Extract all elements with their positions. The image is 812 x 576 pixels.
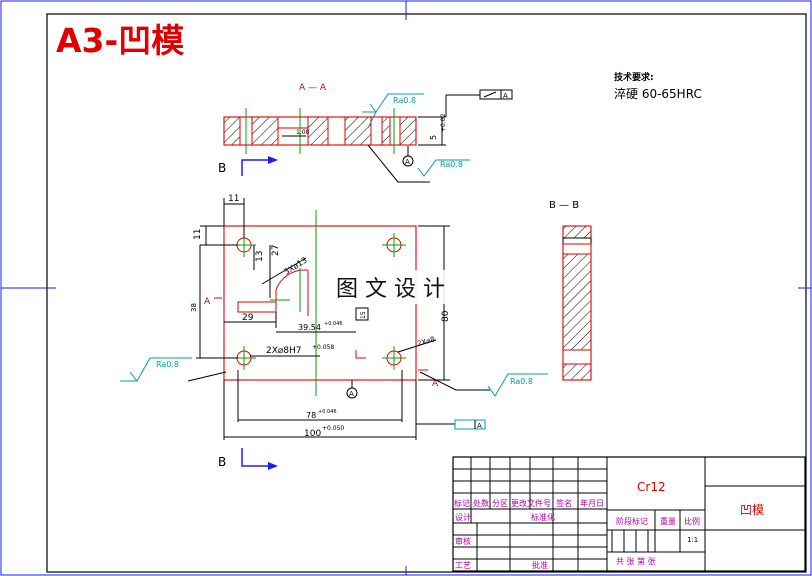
material: Cr12 — [637, 480, 666, 494]
datum-ref-bottom: A — [477, 422, 482, 430]
inner-frame — [46, 13, 807, 573]
svg-text:年月日: 年月日 — [580, 498, 604, 508]
dim-aa-depth: 5 — [429, 135, 438, 140]
svg-text:标记: 标记 — [454, 498, 470, 508]
dim-aa-width: 1.08 — [296, 129, 310, 136]
svg-text:重量: 重量 — [660, 516, 676, 526]
tech-line-1: 淬硬 60-65HRC — [614, 86, 702, 101]
roughness-symbol-4 — [419, 371, 548, 397]
section-a-right: A — [432, 379, 439, 389]
section-b-top: B — [218, 161, 226, 175]
svg-text:标准化: 标准化 — [531, 512, 555, 522]
dim-11-vertical: 11 — [193, 229, 203, 240]
section-aa-view — [223, 108, 417, 154]
svg-text:A: A — [405, 158, 410, 166]
roughness-symbol-1 — [362, 93, 424, 129]
title-block — [452, 456, 806, 572]
dim-2x8h7-tol: +0.058 — [312, 344, 334, 351]
tech-heading: 技术要求: — [614, 71, 654, 83]
roughness-1: Ra0.8 — [393, 96, 416, 105]
section-aa-label: A — A — [299, 83, 327, 93]
dim-2x8: 2X⌀8 — [416, 335, 435, 348]
svg-text:设计: 设计 — [455, 512, 471, 522]
dim-aa-depth-tol: +0.02 — [440, 113, 447, 132]
drawing-title: A3-凹模 — [56, 21, 185, 60]
svg-text:比例: 比例 — [684, 516, 700, 526]
dim-39: 39.54 — [298, 323, 321, 332]
dim-78: 78 — [306, 411, 316, 420]
dim-80: 80 — [441, 310, 451, 322]
dim-100-tol: +0.050 — [322, 425, 344, 432]
dim-78-tol: +0.046 — [318, 409, 337, 415]
svg-text:阶段标记: 阶段标记 — [616, 516, 648, 526]
dim-29: 29 — [242, 313, 254, 323]
dim-2x8h7: 2X⌀8H7 — [266, 346, 302, 356]
section-a-left: A — [204, 297, 211, 307]
datum-ref-top: A — [503, 92, 508, 100]
section-b-arrow-bottom — [241, 448, 270, 467]
dim-15: 15 — [360, 311, 367, 319]
svg-text:批准: 批准 — [532, 560, 548, 570]
roughness-4: Ra0.8 — [510, 377, 533, 386]
section-b-arrow-top — [241, 159, 270, 176]
dim-11-horizontal: 11 — [228, 194, 239, 204]
part-name: 凹模 — [740, 503, 764, 517]
roughness-2: Ra0.8 — [440, 160, 463, 169]
svg-text:1:1: 1:1 — [687, 536, 698, 544]
svg-text:A: A — [349, 390, 354, 398]
svg-text:共 张 第 张: 共 张 第 张 — [616, 556, 656, 566]
dim-27: 27 — [271, 245, 281, 256]
dim-39-tol: +0.046 — [324, 321, 343, 327]
section-b-bottom: B — [218, 455, 226, 469]
watermark: 图 文 设 计 — [336, 277, 445, 302]
svg-text:签名: 签名 — [556, 498, 572, 508]
roughness-3: Ra0.8 — [156, 360, 179, 369]
svg-text:工艺: 工艺 — [455, 561, 471, 570]
svg-text:更改文件号: 更改文件号 — [511, 498, 551, 508]
section-bb-view — [562, 225, 592, 381]
roughness-symbol-3 — [120, 357, 227, 382]
roughness-symbol-2 — [367, 144, 470, 183]
dim-13: 13 — [255, 251, 265, 262]
svg-text:分区: 分区 — [492, 499, 508, 508]
dim-38: 38 — [190, 303, 198, 312]
dim-100: 100 — [304, 429, 321, 439]
svg-text:审核: 审核 — [455, 536, 471, 546]
svg-text:处数: 处数 — [473, 498, 489, 508]
tolerance-frame-bottom — [454, 419, 486, 430]
dim-3x13: 3X⌀13 — [282, 256, 308, 277]
section-bb-label: B — B — [549, 200, 579, 211]
